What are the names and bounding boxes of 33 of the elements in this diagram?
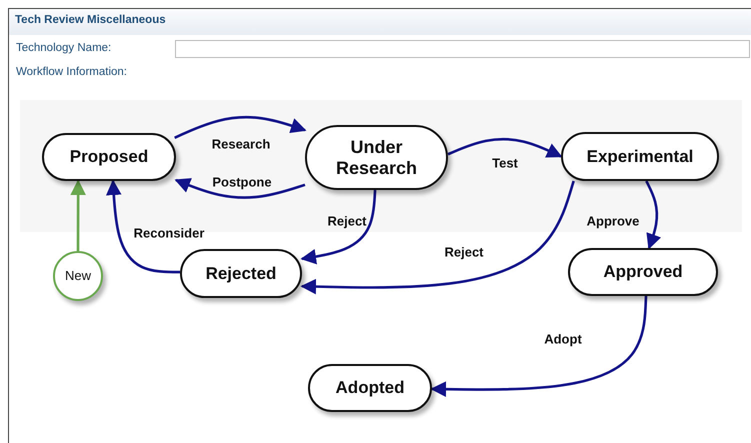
edge-label: Test — [491, 156, 519, 170]
state-box — [308, 364, 432, 412]
state-name: Approved — [603, 262, 683, 282]
arrow — [70, 179, 86, 251]
field-label: Workflow Information: — [16, 66, 127, 78]
arrow — [430, 296, 648, 397]
state-name: Rejected — [206, 264, 276, 284]
edge-label: Reconsider — [132, 226, 206, 240]
edge-label: Reject — [443, 244, 485, 260]
arrow — [106, 179, 180, 274]
arrow — [645, 180, 662, 250]
arrow — [448, 138, 562, 158]
state-box — [180, 249, 302, 298]
field-label: Technology Name: — [16, 42, 112, 54]
edge-label: Postpone — [211, 174, 273, 190]
state-name: Under Research — [334, 136, 418, 178]
state-name: Proposed — [70, 147, 148, 167]
arrow — [174, 178, 306, 199]
edge-label: Reject — [326, 214, 368, 228]
arrow — [174, 116, 306, 139]
state-box — [561, 132, 719, 181]
state-box — [305, 125, 448, 190]
state-box — [42, 133, 176, 181]
state-name: Experimental — [586, 146, 694, 166]
arrow — [300, 190, 376, 264]
edge-label: Research — [210, 136, 272, 152]
edge-label: Adopt — [543, 332, 583, 346]
panel-title: Tech Review Miscellaneous — [15, 14, 166, 26]
state-box — [568, 248, 718, 296]
state-name: Adopted — [336, 378, 404, 398]
arrow — [300, 180, 575, 294]
edge-label: Approve — [586, 214, 640, 228]
state-name: New — [65, 268, 92, 284]
